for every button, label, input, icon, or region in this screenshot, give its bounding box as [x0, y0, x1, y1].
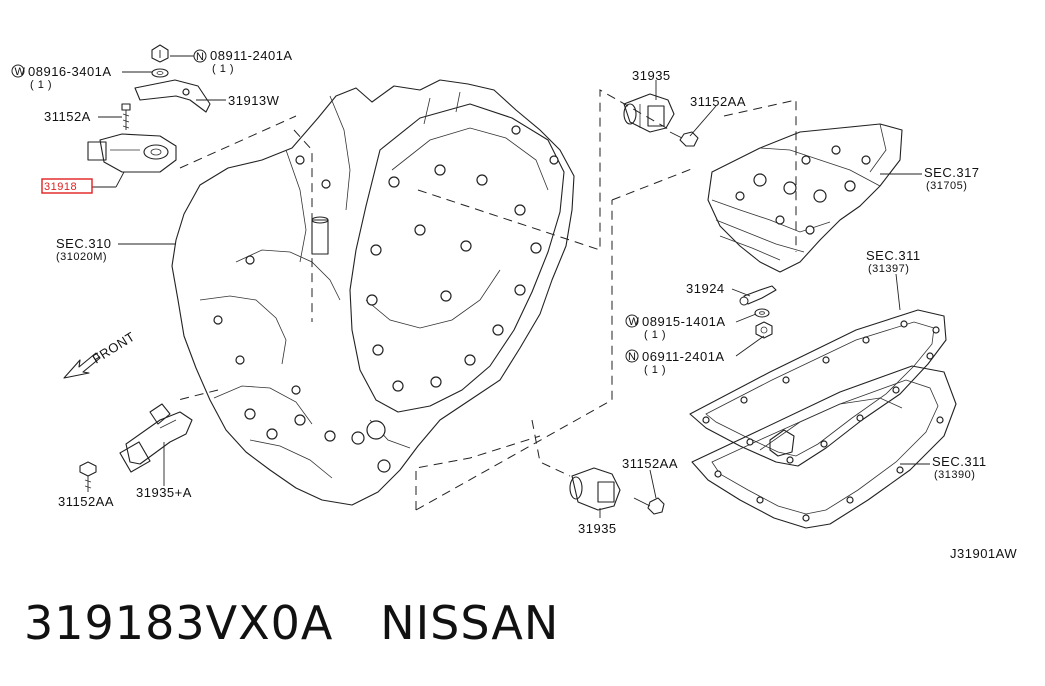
- label-sec311-bottom[interactable]: SEC.311: [932, 454, 987, 469]
- footer-caption: 319183VX0A NISSAN: [24, 596, 559, 650]
- label-sec310[interactable]: SEC.310: [56, 236, 112, 251]
- label-08915-1401a-qty: ( 1 ): [644, 329, 666, 341]
- highlight-box-31918: [41, 178, 93, 194]
- label-front: FRONT: [90, 329, 138, 367]
- part-number: 319183VX0A: [24, 596, 334, 650]
- part-31935-bottom-sensor: [569, 467, 665, 515]
- label-sec317[interactable]: SEC.317: [924, 165, 980, 180]
- label-31152aa-bottom[interactable]: 31152AA: [622, 456, 678, 471]
- label-08915-1401a[interactable]: 08915-1401A: [642, 314, 726, 329]
- label-31913w[interactable]: 31913W: [228, 93, 280, 108]
- label-08916-3401a-qty: ( 1 ): [30, 79, 52, 91]
- label-31935-top[interactable]: 31935: [632, 68, 671, 83]
- drawing-code: J31901AW: [950, 546, 1017, 561]
- nut-symbol-letter: N: [196, 51, 204, 63]
- washer-symbol-icon-2: [625, 314, 639, 328]
- brand-name: NISSAN: [380, 596, 560, 650]
- oil-pan-assembly: [689, 309, 957, 529]
- label-31152aa-top[interactable]: 31152AA: [690, 94, 746, 109]
- part-labels: W 08916-3401A ( 1 ) N 08911-2401A ( 1 ) …: [11, 48, 1017, 561]
- washer-symbol-letter: W: [15, 66, 26, 78]
- dashed-zone-lines: [177, 89, 797, 511]
- nut-symbol-icon-2: [625, 349, 639, 363]
- label-sec311-bottom-ref: (31390): [934, 469, 975, 481]
- label-sec310-ref: (31020M): [56, 251, 107, 263]
- washer-symbol-icon: [11, 64, 25, 78]
- label-08916-3401a[interactable]: 08916-3401A: [28, 64, 112, 79]
- part-31935a-sensor: [79, 403, 193, 490]
- leader-lines: [87, 55, 930, 518]
- label-31918[interactable]: 31918: [44, 181, 77, 193]
- control-valve-body: [707, 123, 903, 339]
- transmission-housing: [171, 79, 575, 506]
- washer-symbol-letter-2: W: [629, 316, 640, 328]
- nut-symbol-letter-2: N: [628, 351, 636, 363]
- label-08911-2401a-top-qty: ( 1 ): [212, 63, 234, 75]
- label-31152a[interactable]: 31152A: [44, 109, 91, 124]
- label-31924[interactable]: 31924: [686, 281, 725, 296]
- nut-symbol-icon: [193, 49, 207, 63]
- label-06911-2401a-qty: ( 1 ): [644, 364, 666, 376]
- part-31935-top-sensor: [623, 93, 699, 147]
- range-sensor-group: [87, 44, 211, 173]
- label-08911-2401a-top[interactable]: 08911-2401A: [210, 48, 293, 63]
- label-31152aa-left[interactable]: 31152AA: [58, 494, 114, 509]
- label-31935a[interactable]: 31935+A: [136, 485, 192, 500]
- label-sec317-ref: (31705): [926, 180, 967, 192]
- label-sec311-top[interactable]: SEC.311: [866, 248, 921, 263]
- label-31935-bottom[interactable]: 31935: [578, 521, 617, 536]
- label-sec311-top-ref: (31397): [868, 263, 909, 275]
- front-arrow: [63, 352, 101, 379]
- part-31918-sensor[interactable]: [87, 133, 177, 173]
- label-06911-2401a[interactable]: 06911-2401A: [642, 349, 725, 364]
